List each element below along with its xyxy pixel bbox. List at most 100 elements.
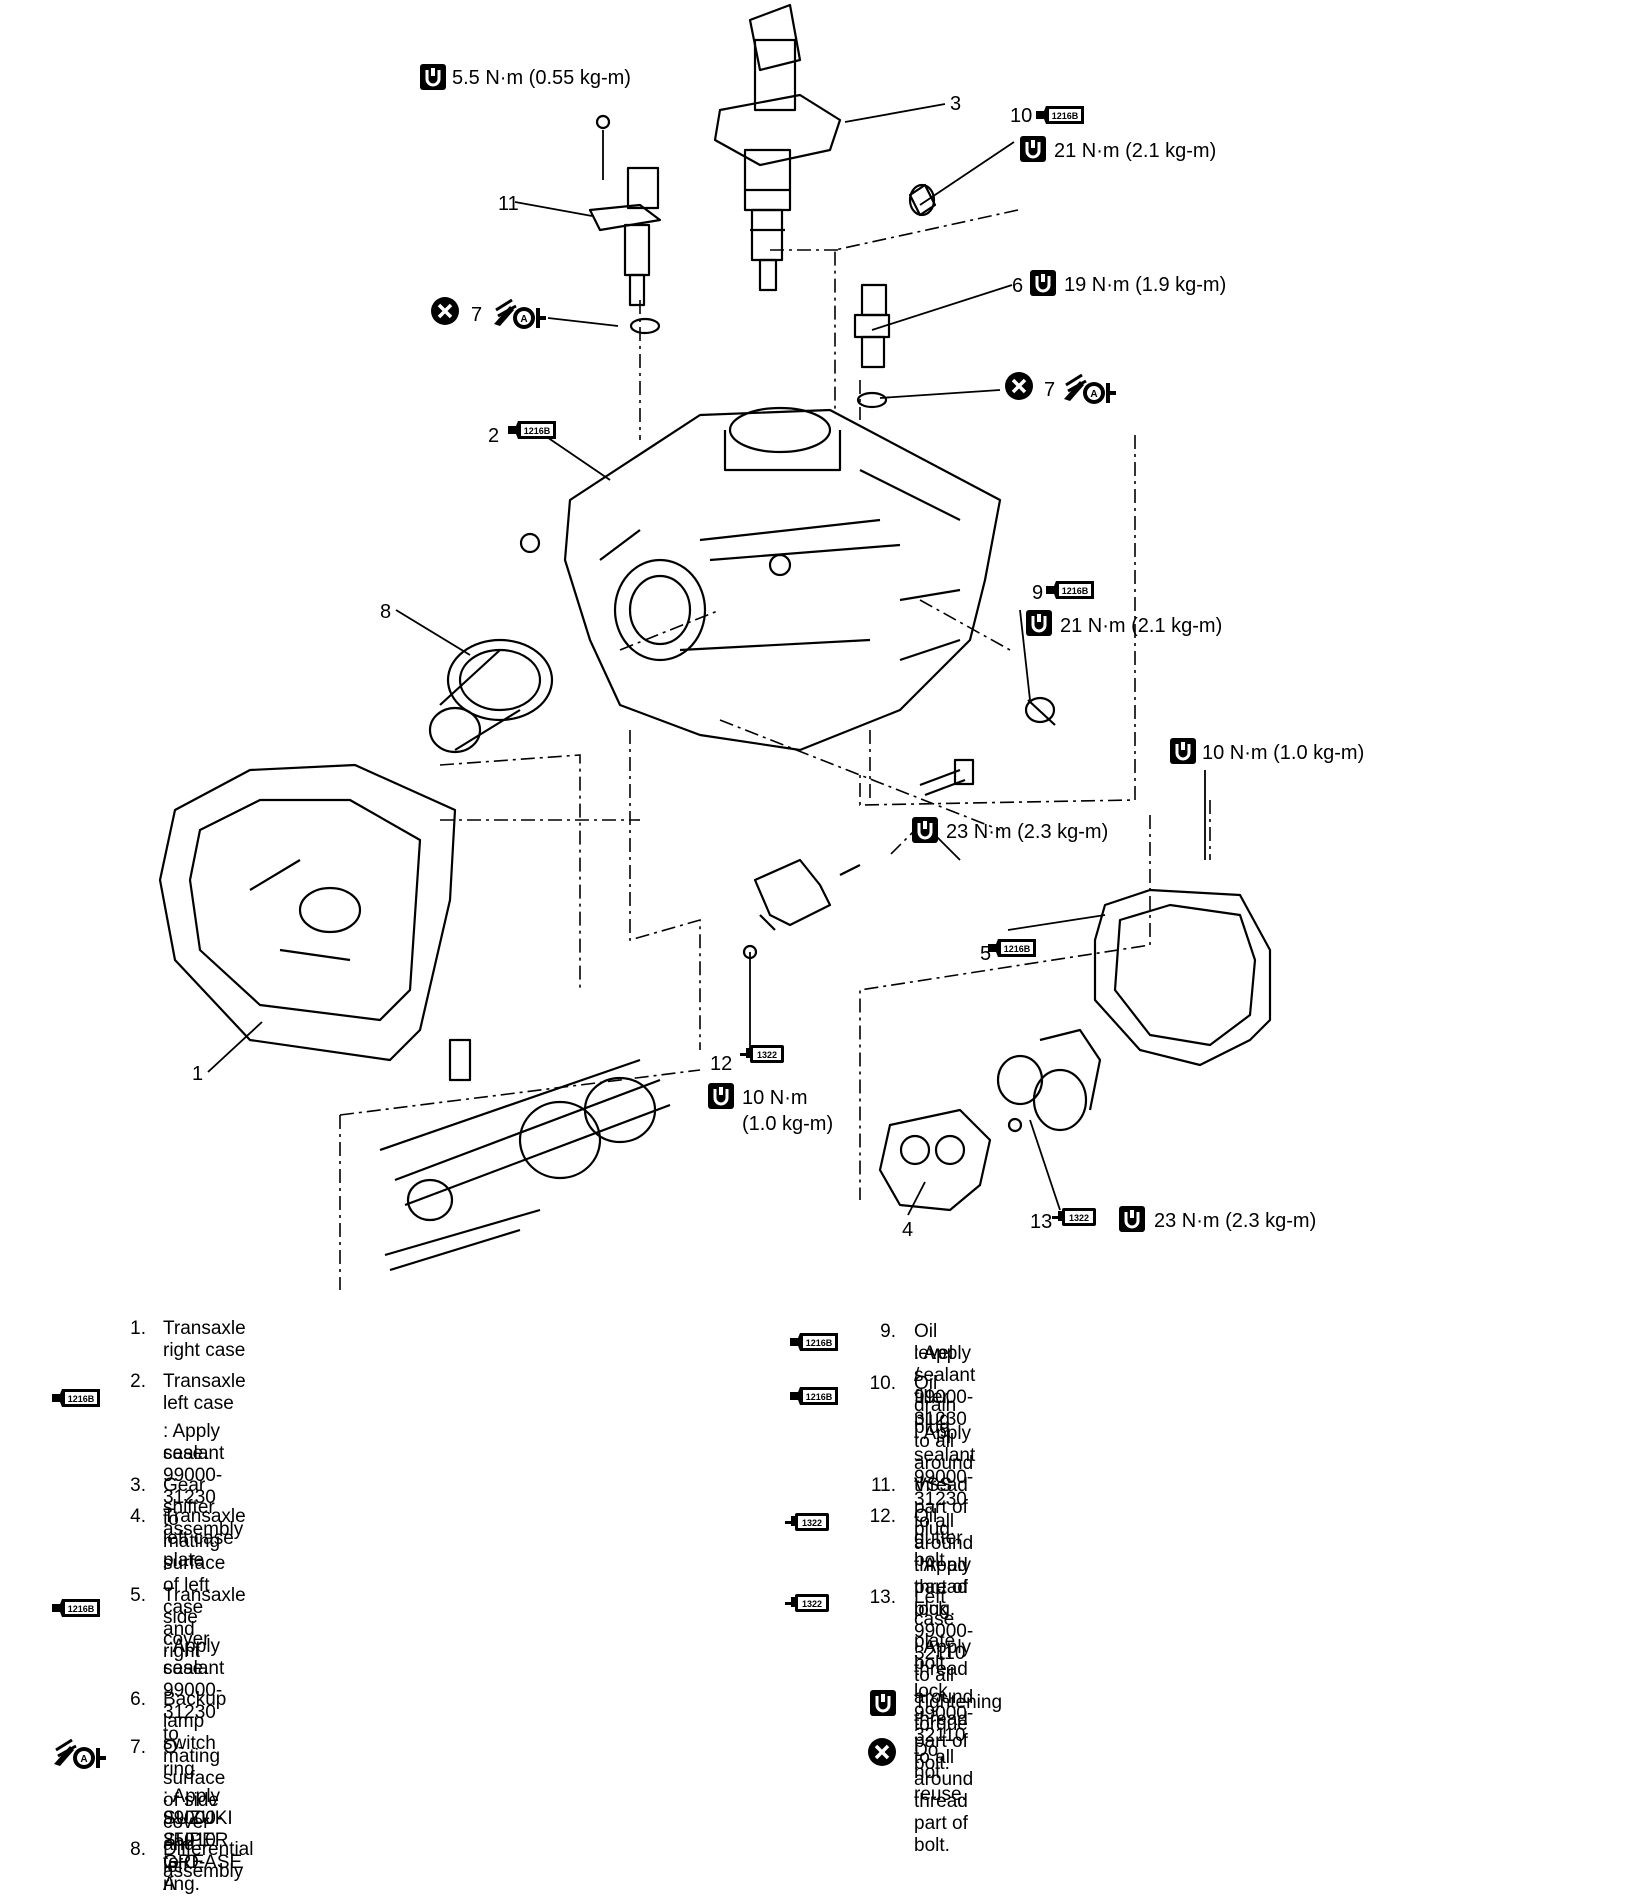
torque-icon bbox=[1168, 736, 1198, 766]
left-case-sketch bbox=[519, 406, 1002, 752]
callout-7b: 7 bbox=[1044, 379, 1055, 401]
callout-10: 10 bbox=[1010, 105, 1032, 127]
callout-4: 4 bbox=[902, 1219, 913, 1241]
do-not-reuse-icon bbox=[429, 295, 461, 327]
legend-name-1: Transaxle right case bbox=[163, 1318, 246, 1361]
part-sketches bbox=[158, 3, 1272, 1272]
legend-num-9: 9. bbox=[880, 1321, 896, 1342]
callout-5: 5 bbox=[980, 943, 991, 965]
legend-num-4: 4. bbox=[130, 1506, 146, 1527]
differential-sketch bbox=[428, 638, 554, 754]
legend-name-12: Oil gutter bolt bbox=[914, 1506, 963, 1571]
sealant-icon bbox=[52, 1389, 100, 1407]
torque-icon bbox=[910, 815, 940, 845]
legend-name-10: Oil drain plug bbox=[914, 1373, 957, 1438]
legend-name-4: Transaxle left case plate bbox=[163, 1506, 246, 1571]
legend-num-6: 6. bbox=[130, 1689, 146, 1710]
torque-icon bbox=[1028, 268, 1058, 298]
sealant-icon bbox=[1046, 581, 1094, 599]
vss-sketch bbox=[588, 114, 662, 307]
right-case-sketch bbox=[158, 763, 457, 1062]
legend-note-2: : Apply sealant 99000-31230 to mating su… bbox=[163, 1421, 226, 1662]
torque-icon bbox=[418, 62, 448, 92]
legend-name-9: Oil level / filler plug bbox=[914, 1321, 954, 1430]
threadlock-icon bbox=[740, 1045, 784, 1063]
do-not-reuse-icon bbox=[1003, 370, 1035, 402]
alignment-lines bbox=[339, 209, 1211, 1290]
legend-num-8: 8. bbox=[130, 1839, 146, 1860]
sealant-icon bbox=[508, 421, 556, 439]
oil-gutter-sketch bbox=[742, 858, 861, 960]
threadlock-icon bbox=[785, 1594, 829, 1612]
plate-sketch bbox=[878, 1028, 1102, 1212]
callout-9: 9 bbox=[1032, 582, 1043, 604]
torque-icon bbox=[1117, 1204, 1147, 1234]
torque-label-gutter: 10 N·m bbox=[742, 1087, 808, 1109]
sealant-icon bbox=[52, 1599, 100, 1617]
sealant-icon bbox=[790, 1387, 838, 1405]
callout-12: 12 bbox=[710, 1053, 732, 1075]
torque-label-vss: 5.5 N·m (0.55 kg-m) bbox=[452, 67, 631, 89]
legend-name-3: Gear shifter assembly bbox=[163, 1475, 244, 1540]
gearshaft-sketch bbox=[379, 1038, 671, 1272]
sealant-icon bbox=[1036, 106, 1084, 124]
sealant-icon bbox=[790, 1333, 838, 1351]
legend-note-2b: case. bbox=[163, 1443, 209, 1464]
legend-note-10: : Apply sealant 99000-31230 to all aroun… bbox=[914, 1423, 976, 1620]
oring-switch-sketch bbox=[856, 391, 888, 409]
legend-name-2: Transaxle left case bbox=[163, 1371, 246, 1414]
legend-num-5: 5. bbox=[130, 1585, 146, 1606]
backup-switch-sketch bbox=[853, 283, 891, 369]
torque-label-case: 23 N·m (2.3 kg-m) bbox=[946, 821, 1108, 843]
callout-8: 8 bbox=[380, 601, 391, 623]
gear-shifter-sketch bbox=[713, 3, 842, 292]
callout-1: 1 bbox=[192, 1063, 203, 1085]
threadlock-icon bbox=[785, 1513, 829, 1531]
torque-label-gutter-kgm: (1.0 kg-m) bbox=[742, 1113, 833, 1135]
legend-name-13: Left case plate bolt bbox=[914, 1587, 956, 1674]
legend-note-5b: case. bbox=[163, 1658, 209, 1679]
torque-icon bbox=[1024, 608, 1054, 638]
callout-2: 2 bbox=[488, 425, 499, 447]
torque-icon bbox=[868, 1688, 898, 1718]
grease-icon bbox=[492, 298, 548, 331]
legend-num-3: 3. bbox=[130, 1475, 146, 1496]
legend-name-5: Transaxle side cover bbox=[163, 1585, 246, 1650]
diagram-labels: 5.5 N·m (0.55 kg-m) 21 N·m (2.1 kg-m) 19… bbox=[192, 67, 1364, 1241]
diagram-symbols bbox=[418, 62, 1198, 1234]
callout-6: 6 bbox=[1012, 275, 1023, 297]
legend-note-5: : Apply sealant 99000-31230 to mating su… bbox=[163, 1636, 226, 1877]
torque-icon bbox=[1018, 134, 1048, 164]
leader-lines bbox=[207, 103, 1206, 1216]
torque-label-backup: 19 N·m (1.9 kg-m) bbox=[1064, 274, 1226, 296]
legend-num-13: 13. bbox=[869, 1587, 896, 1608]
legend-num-7: 7. bbox=[130, 1737, 146, 1758]
torque-label-drain: 21 N·m (2.1 kg-m) bbox=[1054, 140, 1216, 162]
legend-note-7: : Apply SUZUKI SUPER GREASE A bbox=[163, 1786, 243, 1895]
legend-num-12: 12. bbox=[869, 1506, 896, 1527]
sealant-icon bbox=[988, 939, 1036, 957]
torque-label-filler: 21 N·m (2.1 kg-m) bbox=[1060, 615, 1222, 637]
legend-note-13: : Apply thread lock 99000-32110 to all a… bbox=[914, 1637, 974, 1856]
legend-num-10: 10. bbox=[869, 1373, 896, 1394]
legend-note-9: : Apply sealant 99000-31230 to all aroun… bbox=[914, 1343, 976, 1540]
callout-3: 3 bbox=[950, 93, 961, 115]
oring-vss-sketch bbox=[629, 317, 661, 335]
torque-label-plate: 23 N·m (2.3 kg-m) bbox=[1154, 1210, 1316, 1232]
legend-num-2: 2. bbox=[130, 1371, 146, 1392]
legend-torque-label: Tightening torque bbox=[914, 1692, 1003, 1735]
torque-label-cover: 10 N·m (1.0 kg-m) bbox=[1202, 742, 1364, 764]
legend-name-7: O-ring bbox=[163, 1737, 195, 1780]
legend-noreuse-label: Do not reuse. bbox=[914, 1740, 967, 1805]
grease-icon bbox=[52, 1738, 108, 1771]
legend-name-11: VSS bbox=[914, 1475, 953, 1496]
side-cover-sketch bbox=[1093, 888, 1272, 1067]
legend-num-11: 11. bbox=[870, 1475, 896, 1496]
grease-icon bbox=[1062, 373, 1118, 406]
threadlock-icon bbox=[1052, 1208, 1096, 1226]
callout-13: 13 bbox=[1030, 1211, 1052, 1233]
callout-11: 11 bbox=[498, 193, 519, 215]
drain-plug-sketch bbox=[908, 183, 937, 217]
case-bolt-sketch bbox=[919, 758, 975, 797]
